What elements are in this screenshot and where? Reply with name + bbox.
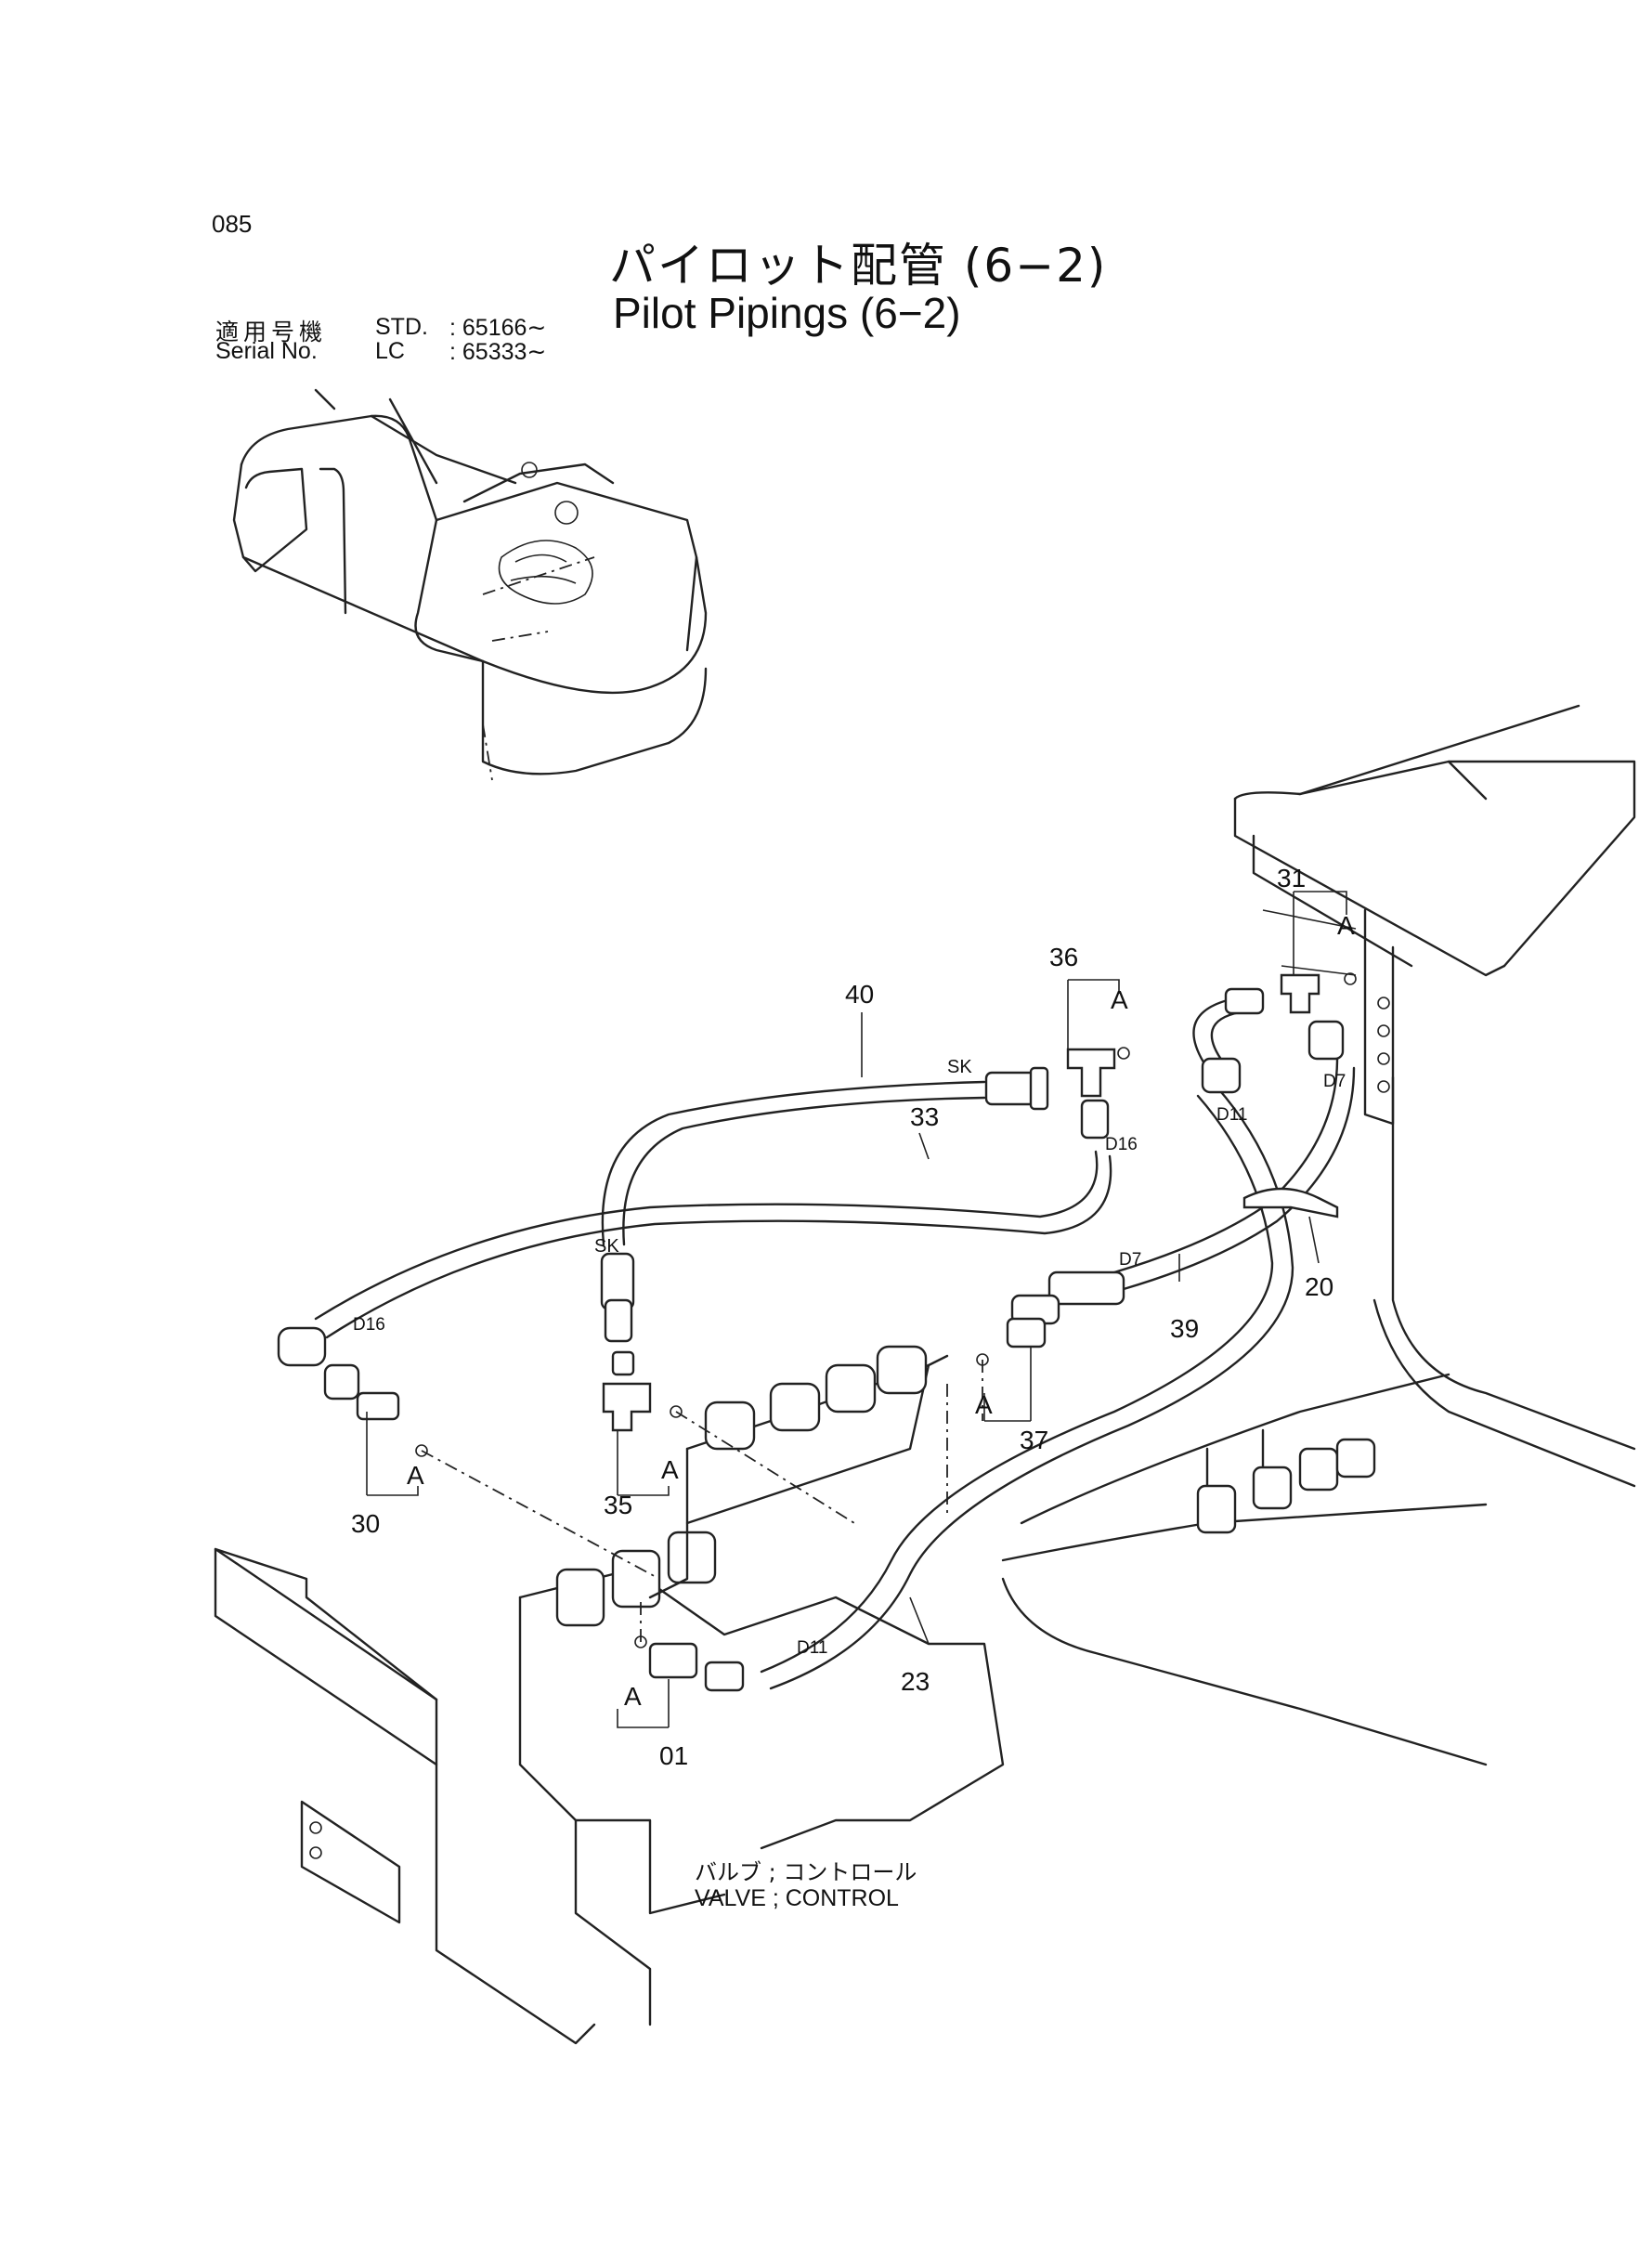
part-label-31: 31 bbox=[1277, 864, 1306, 892]
part-label-20: 20 bbox=[1305, 1272, 1333, 1301]
std-label: STD. bbox=[375, 314, 428, 340]
callout-d7-upper: D7 bbox=[1323, 1072, 1346, 1091]
callout-d16-lower: D16 bbox=[353, 1315, 385, 1335]
part-label-39: 39 bbox=[1170, 1314, 1199, 1343]
component-name-english: VALVE ; CONTROL bbox=[695, 1885, 899, 1911]
std-serial-value: : 65166∼ bbox=[449, 315, 547, 341]
part-label-36: 36 bbox=[1049, 943, 1078, 971]
callout-d16-upper: D16 bbox=[1105, 1135, 1138, 1154]
callout-a-01: A bbox=[624, 1682, 642, 1711]
component-name-japanese: バルブ ; コントロール bbox=[695, 1859, 917, 1885]
excavator-overview-illustration bbox=[232, 388, 708, 775]
part-label-30: 30 bbox=[351, 1509, 380, 1538]
base-frame bbox=[1001, 1373, 1488, 1766]
part-label-35: 35 bbox=[604, 1491, 632, 1519]
fittings bbox=[277, 972, 1357, 1692]
callout-sk-lower: SK bbox=[594, 1236, 619, 1257]
part-label-23: 23 bbox=[901, 1667, 930, 1696]
frame-structure bbox=[1233, 704, 1636, 1488]
title-english: Pilot Pipings (6−2) bbox=[613, 289, 961, 337]
callout-a-35: A bbox=[661, 1455, 679, 1484]
lc-label: LC bbox=[375, 338, 405, 364]
callout-d11-upper: D11 bbox=[1216, 1105, 1247, 1125]
dashed-leader-lines bbox=[421, 723, 983, 1642]
lc-serial-value: : 65333∼ bbox=[449, 339, 547, 365]
part-label-01: 01 bbox=[659, 1741, 688, 1770]
callout-a-36: A bbox=[1111, 985, 1128, 1014]
leader-lines bbox=[366, 891, 1347, 1728]
control-valve-body bbox=[214, 1345, 1005, 2045]
callout-d7-lower: D7 bbox=[1119, 1250, 1141, 1270]
callout-a-31: A bbox=[1337, 911, 1355, 940]
title-japanese: パイロット配管 (6−2) bbox=[609, 239, 1108, 293]
page-number: 085 bbox=[212, 210, 253, 238]
part-label-40: 40 bbox=[845, 980, 874, 1009]
callout-sk-upper: SK bbox=[947, 1057, 972, 1077]
serial-label-english: Serial No. bbox=[215, 338, 318, 364]
callout-a-30: A bbox=[407, 1461, 424, 1490]
part-number-labels: 40 36 31 33 39 20 37 30 35 01 23 bbox=[351, 864, 1333, 1770]
hoses bbox=[314, 992, 1356, 1690]
callout-a-37: A bbox=[975, 1390, 993, 1419]
serial-label-japanese: 適用号機 bbox=[215, 319, 328, 345]
callout-d11-lower: D11 bbox=[797, 1638, 827, 1658]
part-label-37: 37 bbox=[1020, 1426, 1048, 1454]
part-label-33: 33 bbox=[910, 1102, 939, 1131]
callout-labels: SK SK D16 D16 D11 D11 D7 D7 A A A A A A bbox=[353, 911, 1355, 1711]
